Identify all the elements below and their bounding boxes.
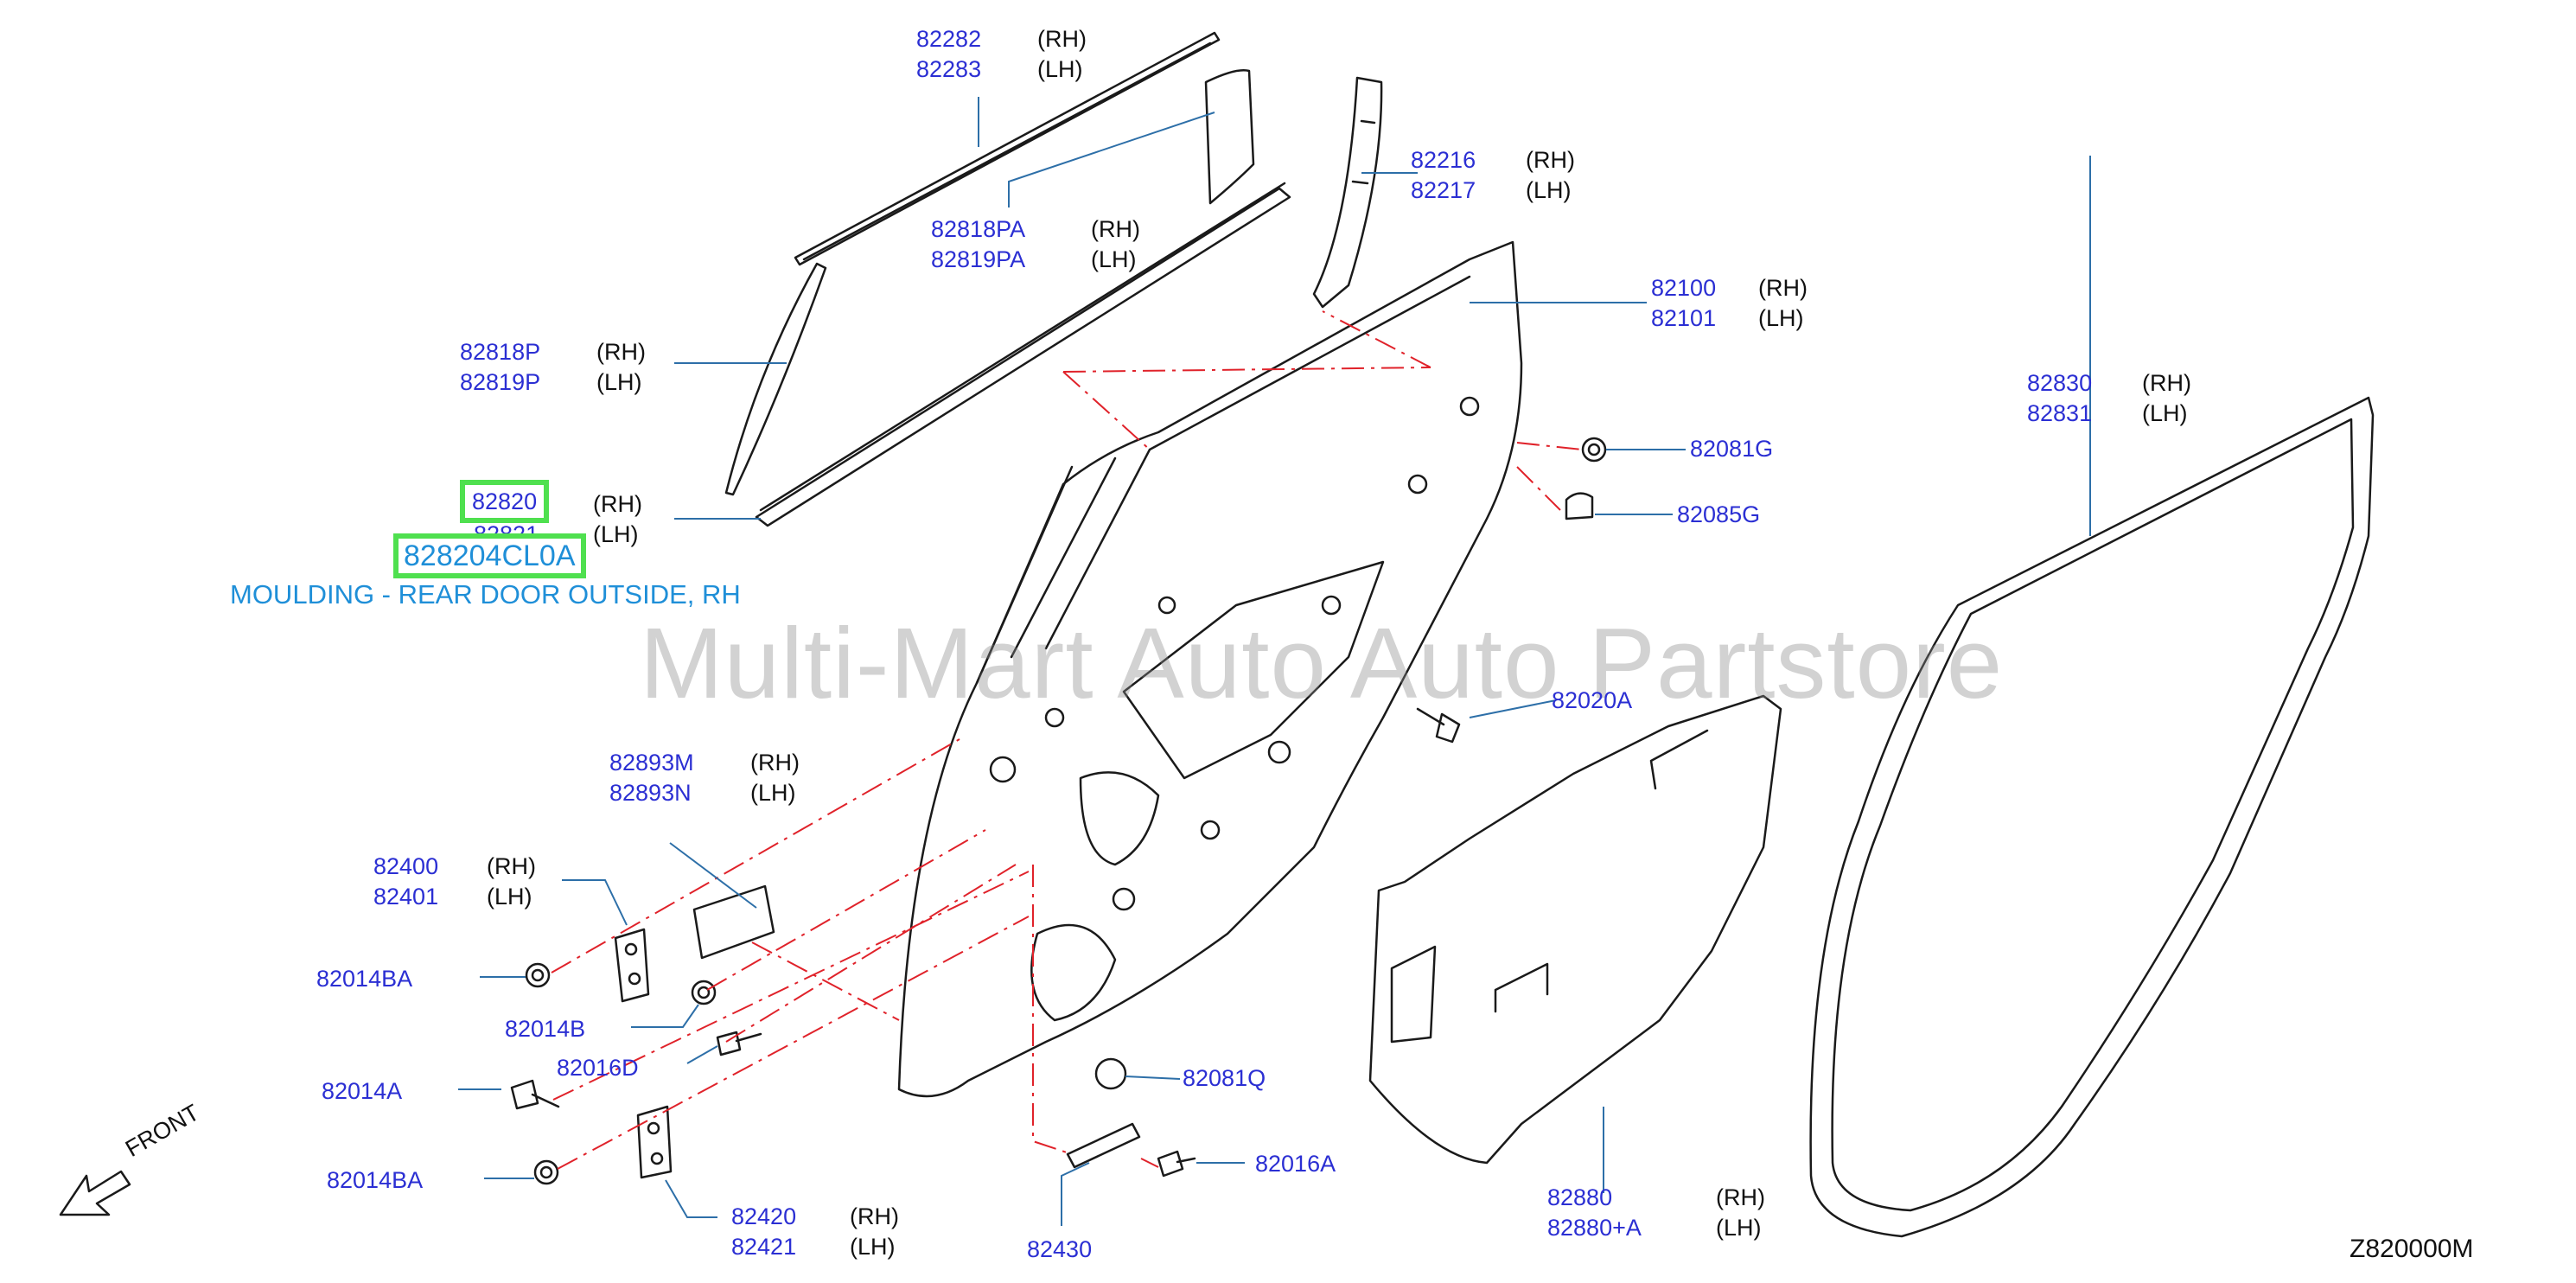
part-82430[interactable]: 82430 <box>1027 1236 1093 1262</box>
part-82401[interactable]: 82401 <box>373 884 439 910</box>
part-82819P[interactable]: 82819P <box>460 369 541 395</box>
side-rh: (RH) <box>850 1203 899 1229</box>
bumper-82085G <box>1565 492 1594 520</box>
part-82100[interactable]: 82100 <box>1651 275 1717 301</box>
part-82101[interactable]: 82101 <box>1651 305 1717 331</box>
side-lh: (LH) <box>850 1234 896 1260</box>
bolt-82016A <box>1157 1150 1196 1178</box>
part-82282[interactable]: 82282 <box>916 26 982 52</box>
part-82016A[interactable]: 82016A <box>1255 1151 1336 1177</box>
bolt-82020A <box>1416 707 1461 744</box>
part-82819PA[interactable]: 82819PA <box>931 246 1026 272</box>
side-lh: (LH) <box>1716 1215 1762 1241</box>
side-rh: (RH) <box>750 750 800 776</box>
door-sash-82216 <box>1312 76 1383 309</box>
belt-moulding-82820 <box>755 187 1291 527</box>
part-82014B[interactable]: 82014B <box>505 1016 586 1042</box>
part-82421[interactable]: 82421 <box>731 1234 797 1260</box>
part-82014BA[interactable]: 82014BA <box>316 966 413 992</box>
part-82893N[interactable]: 82893N <box>609 780 692 806</box>
side-rh: (RH) <box>1037 26 1087 52</box>
watermark: Multi-Mart Auto Auto Partstore <box>640 607 2004 719</box>
side-lh: (LH) <box>596 369 642 395</box>
side-lh: (LH) <box>1037 56 1083 82</box>
tape-82893M <box>692 884 775 960</box>
check-link-82430 <box>1066 1122 1141 1169</box>
part-82830[interactable]: 82830 <box>2027 370 2093 396</box>
selected-part-number[interactable]: 82820 <box>460 480 550 523</box>
side-lh: (LH) <box>1758 305 1804 331</box>
bolt-82016D <box>716 1031 762 1056</box>
side-lh: (LH) <box>487 884 532 910</box>
part-82020A[interactable]: 82020A <box>1552 687 1633 713</box>
part-82014A[interactable]: 82014A <box>322 1078 403 1104</box>
pillar-garnish-82818PA <box>1204 69 1255 205</box>
part-82081G[interactable]: 82081G <box>1690 436 1774 462</box>
side-lh: (LH) <box>1091 246 1137 272</box>
sash-moulding-82282 <box>794 31 1221 266</box>
nut-82014BA-lower <box>533 1159 559 1185</box>
sealing-screen-82880 <box>1368 694 1782 1165</box>
side-rh: (RH) <box>1091 216 1140 242</box>
side-lh: (LH) <box>750 780 796 806</box>
side-rh: (RH) <box>487 853 536 879</box>
part-82420[interactable]: 82420 <box>731 1203 797 1229</box>
hinge-82420 <box>636 1105 673 1179</box>
pillar-garnish-82818P <box>724 262 827 496</box>
part-82216[interactable]: 82216 <box>1411 147 1476 173</box>
side-rh: (RH) <box>2142 370 2191 396</box>
selected-part-description: MOULDING - REAR DOOR OUTSIDE, RH <box>230 579 741 610</box>
diagram-code: Z820000M <box>2350 1235 2474 1263</box>
part-82893M[interactable]: 82893M <box>609 750 694 776</box>
part-82014BA[interactable]: 82014BA <box>327 1167 424 1193</box>
part-82283[interactable]: 82283 <box>916 56 982 82</box>
part-82818PA[interactable]: 82818PA <box>931 216 1026 242</box>
nut-82014BA-upper <box>525 962 551 988</box>
side-rh: (RH) <box>1526 147 1575 173</box>
side-rh: (RH) <box>1716 1184 1765 1210</box>
side-lh: (LH) <box>593 521 639 547</box>
part-82818P[interactable]: 82818P <box>460 339 541 365</box>
side-lh: (LH) <box>1526 177 1572 203</box>
side-rh: (RH) <box>593 491 642 517</box>
bumper-82081G <box>1581 437 1607 463</box>
side-rh: (RH) <box>596 339 646 365</box>
part-82831[interactable]: 82831 <box>2027 400 2093 426</box>
door-panel-82100 <box>897 240 1523 1098</box>
bolt-82014A <box>510 1079 560 1110</box>
part-82217[interactable]: 82217 <box>1411 177 1476 203</box>
part-82400[interactable]: 82400 <box>373 853 439 879</box>
part-82880[interactable]: 82880 <box>1547 1184 1613 1210</box>
part-82880A[interactable]: 82880+A <box>1547 1215 1642 1241</box>
part-82016D[interactable]: 82016D <box>557 1055 639 1081</box>
side-lh: (LH) <box>2142 400 2188 426</box>
hinge-82400 <box>614 928 650 1003</box>
plug-82081Q <box>1094 1057 1127 1090</box>
side-rh: (RH) <box>1758 275 1808 301</box>
weatherstrip-82830 <box>1809 396 2375 1238</box>
selected-part-code[interactable]: 828204CL0A <box>393 533 586 578</box>
front-arrow-icon <box>59 1170 131 1216</box>
part-82081Q[interactable]: 82081Q <box>1183 1065 1266 1091</box>
part-82085G[interactable]: 82085G <box>1677 501 1761 527</box>
nut-82014B <box>691 980 717 1005</box>
